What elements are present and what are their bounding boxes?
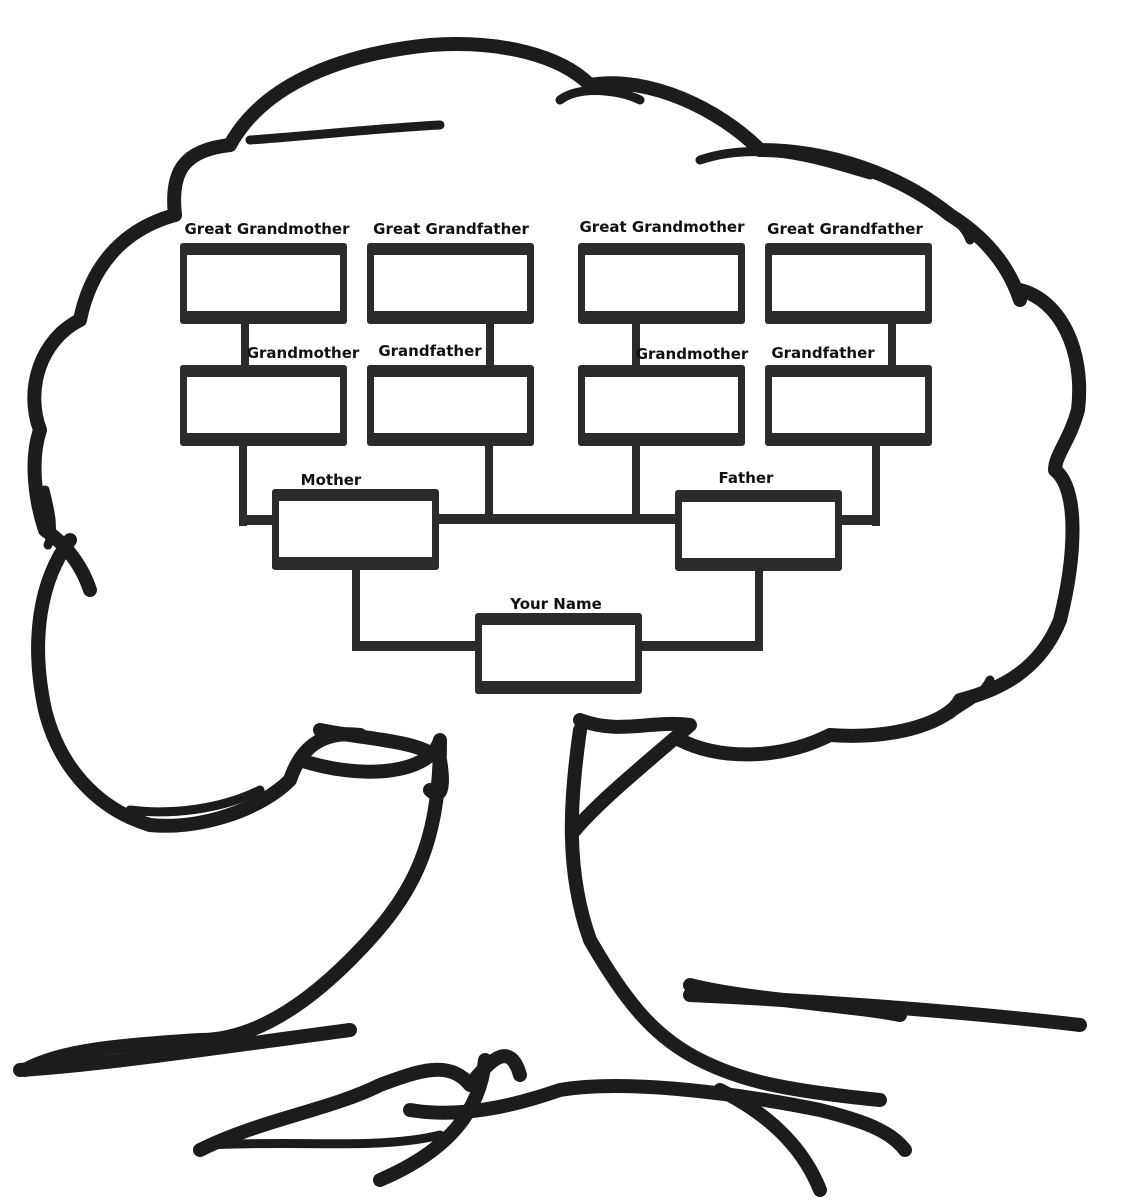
grandmother-left-box[interactable]: [180, 365, 347, 446]
connector-line: [239, 515, 279, 525]
great-grandmother-right-label: Great Grandmother: [579, 218, 745, 236]
mother-box[interactable]: [272, 489, 439, 570]
connector-line: [632, 442, 640, 522]
connector-line: [486, 320, 494, 368]
great-grandmother-right-box[interactable]: [578, 243, 745, 324]
connector-line: [637, 641, 763, 651]
mother-label: Mother: [300, 471, 362, 489]
father-label: Father: [718, 469, 774, 487]
connector-line: [888, 320, 896, 368]
connector-line: [485, 442, 493, 522]
connector-line: [435, 514, 680, 524]
connector-line: [872, 442, 880, 526]
grandmother-left-label: Grandmother: [246, 344, 360, 362]
grandfather-left-label: Grandfather: [378, 342, 482, 360]
connector-line: [632, 320, 640, 368]
connector-line: [352, 641, 480, 651]
grandfather-right-box[interactable]: [765, 365, 932, 446]
grandfather-right-label: Grandfather: [771, 344, 875, 362]
connector-line: [239, 442, 247, 526]
grandmother-right-box[interactable]: [578, 365, 745, 446]
your-name-box[interactable]: [475, 613, 642, 694]
grandfather-left-box[interactable]: [367, 365, 534, 446]
connector-line: [755, 567, 763, 651]
connector-line: [241, 320, 249, 368]
your-name-label: Your Name: [510, 595, 602, 613]
great-grandfather-right-box[interactable]: [765, 243, 932, 324]
great-grandmother-left-box[interactable]: [180, 243, 347, 324]
great-grandfather-right-label: Great Grandfather: [767, 220, 923, 238]
connector-line: [838, 515, 880, 525]
connector-line: [352, 567, 360, 651]
great-grandmother-left-label: Great Grandmother: [184, 220, 350, 238]
father-box[interactable]: [675, 490, 842, 571]
grandmother-right-label: Grandmother: [635, 345, 749, 363]
great-grandfather-left-box[interactable]: [367, 243, 534, 324]
great-grandfather-left-label: Great Grandfather: [373, 220, 529, 238]
